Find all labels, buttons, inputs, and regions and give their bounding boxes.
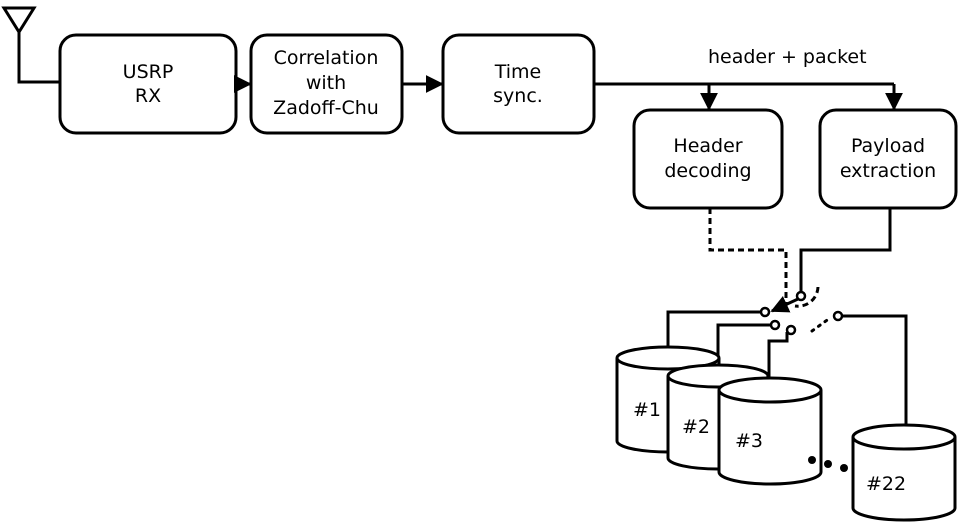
ellipsis-dots: [808, 456, 848, 472]
storage-22: #22: [851, 423, 957, 522]
timesync-label-line2: sync.: [493, 85, 543, 107]
multiplexer-switch: [759, 286, 844, 336]
header-label-line1: Header: [673, 135, 742, 157]
usrp-label-line2: RX: [135, 85, 161, 107]
fanout-wires: [594, 82, 903, 111]
usrp-rx-block: USRP RX: [58, 33, 238, 135]
usrp-label-line1: USRP: [123, 61, 174, 83]
correlation-block: Correlation with Zadoff-Chu: [249, 33, 404, 135]
antenna-icon: [1, 6, 60, 84]
storage-22-label: #22: [866, 473, 906, 495]
storage-2-label: #2: [682, 416, 710, 438]
correlation-label-line3: Zadoff-Chu: [273, 97, 379, 119]
storage-1-label: #1: [633, 399, 661, 421]
time-sync-block: Time sync.: [441, 33, 596, 135]
payload-label-line1: Payload: [851, 135, 925, 157]
storage-3: #3: [717, 376, 823, 486]
control-signal-line: [708, 208, 788, 305]
payload-data-line: [799, 208, 892, 292]
payload-extraction-block: Payload extraction: [818, 108, 958, 210]
header-label-line2: decoding: [664, 160, 751, 182]
correlation-label-line1: Correlation: [274, 47, 379, 69]
storage-3-label: #3: [735, 430, 763, 452]
header-decoding-block: Header decoding: [632, 108, 784, 210]
timesync-label-line1: Time: [494, 61, 542, 83]
correlation-label-line2: with: [306, 72, 346, 94]
payload-label-line2: extraction: [840, 160, 936, 182]
header-packet-label: header + packet: [708, 46, 867, 68]
